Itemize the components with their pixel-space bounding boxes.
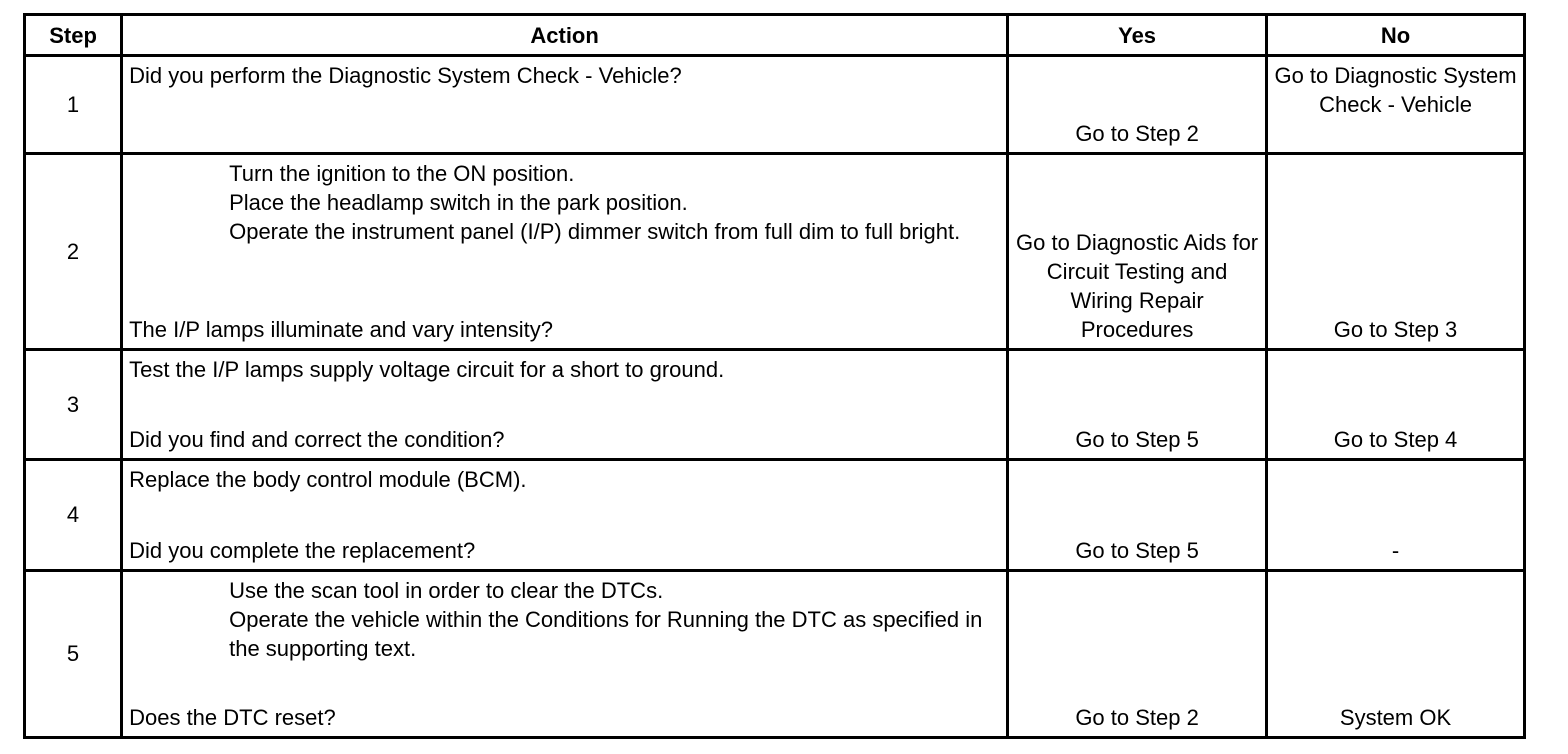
action-content: Turn the ignition to the ON position. Pl… <box>129 159 1000 344</box>
action-cell: Test the I/P lamps supply voltage circui… <box>120 348 1010 461</box>
yes-result: Go to Step 5 <box>1006 348 1269 461</box>
header-no: No <box>1265 13 1526 57</box>
substep-item: Turn the ignition to the ON position. <box>229 160 575 186</box>
no-result: System OK <box>1265 568 1526 740</box>
substep-list: Turn the ignition to the ON position. Pl… <box>129 159 1000 246</box>
substep-list: Use the scan tool in order to clear the … <box>129 576 1000 663</box>
step-number: 5 <box>22 568 124 740</box>
step-number: 3 <box>22 348 124 461</box>
table-row: 4 Replace the body control module (BCM).… <box>22 457 1526 572</box>
substep-item: Use the scan tool in order to clear the … <box>229 577 664 603</box>
step-number: 2 <box>22 151 124 352</box>
action-cell: Turn the ignition to the ON position. Pl… <box>120 151 1010 352</box>
header-action: Action <box>120 13 1010 57</box>
action-question: Did you perform the Diagnostic System Ch… <box>129 63 682 88</box>
table-row: 5 Use the scan tool in order to clear th… <box>22 568 1526 740</box>
yes-result: Go to Step 2 <box>1006 568 1269 740</box>
substep-item: Operate the instrument panel (I/P) dimme… <box>229 218 961 244</box>
yes-result: Go to Step 2 <box>1006 54 1269 155</box>
action-cell: Did you perform the Diagnostic System Ch… <box>120 54 1010 155</box>
table-row: 2 Turn the ignition to the ON position. … <box>22 151 1526 352</box>
action-instruction: Test the I/P lamps supply voltage circui… <box>129 357 725 383</box>
no-result: Go to Diagnostic System Check - Vehicle <box>1265 54 1526 155</box>
action-instruction: Replace the body control module (BCM). <box>129 466 527 492</box>
yes-result: Go to Step 5 <box>1006 457 1269 572</box>
header-row: Step Action Yes No <box>22 13 1526 57</box>
header-yes: Yes <box>1006 13 1269 57</box>
substep-item: Place the headlamp switch in the park po… <box>229 189 688 215</box>
action-content: Replace the body control module (BCM). D… <box>129 465 1000 565</box>
yes-result: Go to Diagnostic Aids for Circuit Testin… <box>1006 151 1269 352</box>
action-question: Did you complete the replacement? <box>129 537 476 563</box>
header-step: Step <box>22 13 124 57</box>
no-result: Go to Step 4 <box>1265 348 1526 461</box>
action-question: The I/P lamps illuminate and vary intens… <box>129 316 554 342</box>
table-header: Step Action Yes No <box>22 13 1526 57</box>
table-body: 1 Did you perform the Diagnostic System … <box>22 54 1526 740</box>
diagnostic-table: Step Action Yes No 1 Did you perform the… <box>22 13 1526 740</box>
table-row: 3 Test the I/P lamps supply voltage circ… <box>22 348 1526 461</box>
step-number: 4 <box>22 457 124 572</box>
substep-item: Operate the vehicle within the Condition… <box>229 606 983 661</box>
action-cell: Replace the body control module (BCM). D… <box>120 457 1010 572</box>
action-content: Test the I/P lamps supply voltage circui… <box>129 355 1000 454</box>
table-row: 1 Did you perform the Diagnostic System … <box>22 54 1526 155</box>
action-content: Use the scan tool in order to clear the … <box>129 576 1000 732</box>
no-result: Go to Step 3 <box>1265 151 1526 352</box>
action-question: Did you find and correct the condition? <box>129 427 505 453</box>
action-cell: Use the scan tool in order to clear the … <box>120 568 1010 740</box>
no-result: - <box>1265 457 1526 572</box>
step-number: 1 <box>22 54 124 155</box>
action-question: Does the DTC reset? <box>129 704 336 730</box>
